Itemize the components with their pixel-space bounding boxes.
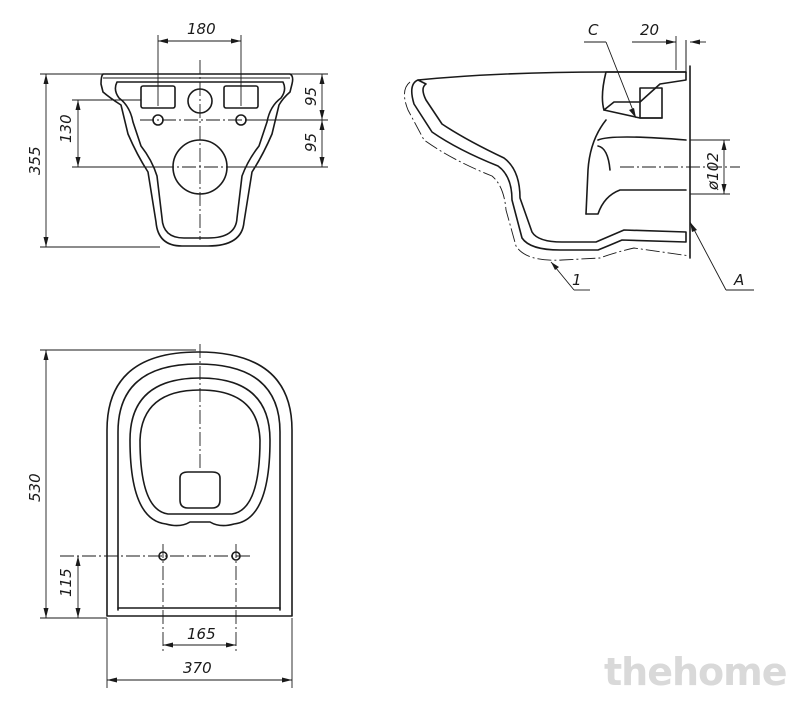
dim-355: 355 [26, 73, 160, 248]
dim-530-label: 530 [26, 473, 44, 502]
dim-95-upper-label: 95 [302, 87, 320, 106]
rim-top [417, 71, 687, 81]
dim-130: 130 [57, 99, 172, 168]
dim-phi-102: ø102 [690, 139, 730, 195]
dim-95-lower-label: 95 [302, 133, 320, 152]
outlet-bottom [585, 189, 687, 215]
dim-180-label: 180 [187, 20, 216, 38]
top-outer-outline [106, 351, 293, 617]
inner-siphon-front [585, 119, 607, 215]
watermark: thehome [604, 650, 787, 694]
dim-130-label: 130 [57, 114, 75, 143]
front-view: 180 355 130 [26, 20, 328, 248]
dim-165-label: 165 [187, 625, 216, 643]
dim-180: 180 [157, 20, 242, 106]
front-outer-outline [100, 73, 294, 247]
dim-370-label: 370 [183, 659, 212, 677]
label-c-leader: C [584, 21, 637, 119]
outlet-top [597, 136, 687, 141]
top-bowl-inner [139, 389, 261, 515]
dim-530: 530 [26, 349, 196, 619]
dim-20-label: 20 [640, 21, 659, 39]
outer-contour [404, 81, 691, 261]
top-inner-rim [117, 363, 281, 611]
dim-165: 165 [163, 625, 236, 648]
dim-95-stack: 95 95 [227, 73, 328, 168]
dim-phi-102-label: ø102 [704, 152, 722, 191]
inlet-channel [603, 109, 663, 119]
dim-115-label: 115 [57, 568, 75, 597]
label-a-leader: A [689, 221, 754, 291]
dim-355-label: 355 [26, 146, 44, 175]
siphon-edge [597, 145, 611, 171]
side-section-view: ø102 20 C 1 A [404, 21, 754, 291]
dim-370: 370 [106, 618, 293, 688]
top-outlet-square [179, 471, 221, 509]
label-c: C [588, 21, 599, 39]
dim-115: 115 [57, 556, 107, 619]
label-1-leader: 1 [550, 261, 590, 291]
label-1: 1 [572, 271, 582, 289]
top-view: 530 115 165 370 [26, 344, 293, 688]
front-inner-outline [114, 81, 286, 239]
dim-20: 20 [632, 21, 706, 70]
bowl-wall-section [410, 79, 687, 251]
label-a: A [733, 271, 744, 289]
rim-block [601, 71, 687, 111]
